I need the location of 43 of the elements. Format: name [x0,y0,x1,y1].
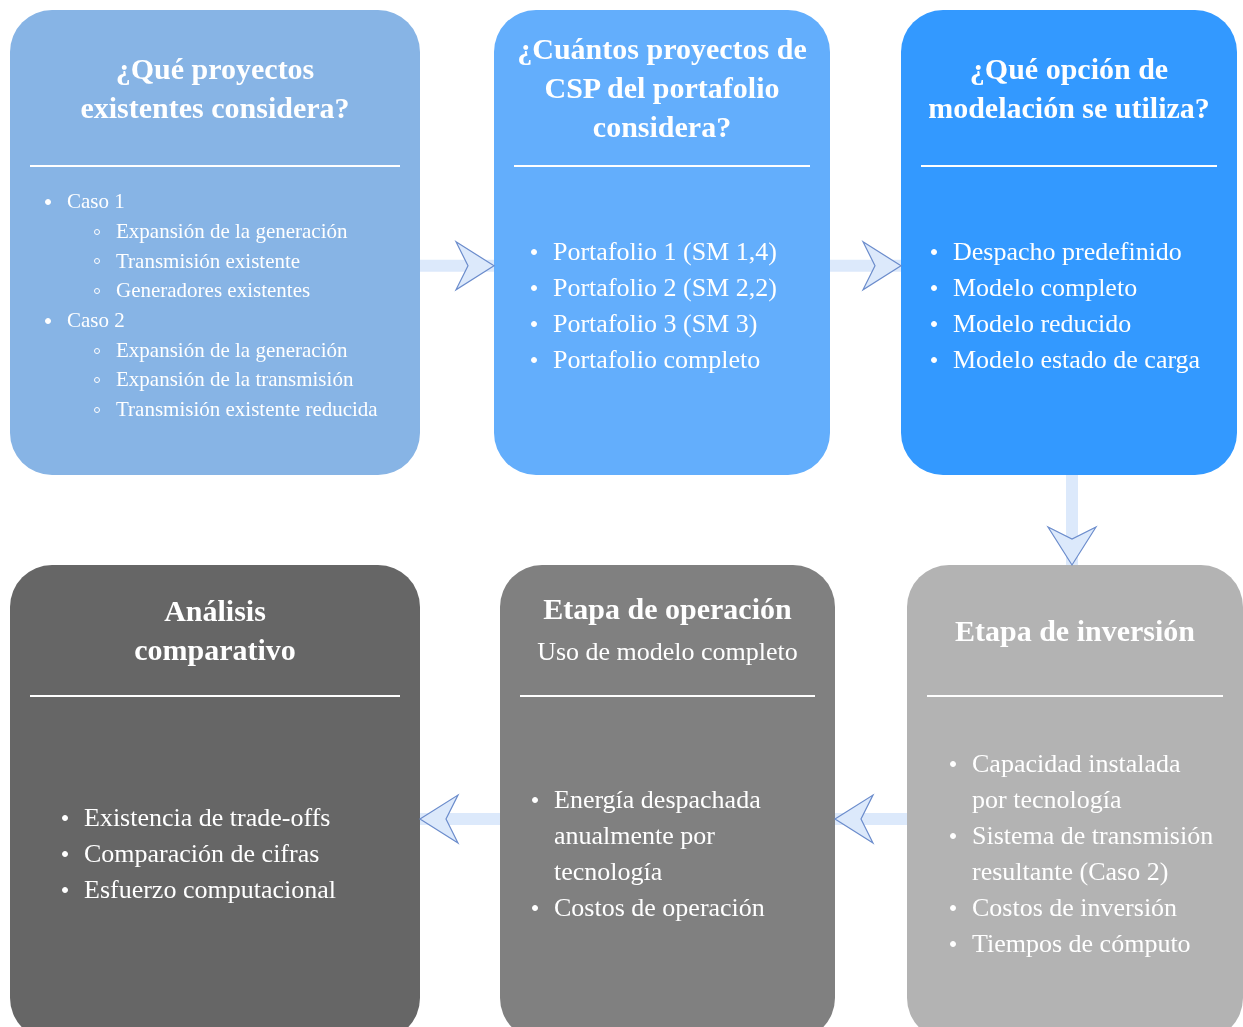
card-title: Etapa de inversión [955,612,1195,649]
list-item: Portafolio completo [553,343,762,376]
card-title: ¿Qué opción de modelación se utiliza? [927,50,1211,126]
list-item: Sistema de transmisión resultante (Caso 2) [972,819,1215,888]
list-item: Costos de inversión [972,891,1179,924]
arrow [830,241,902,291]
list-item: Despacho predefinido [953,236,1183,269]
list-item: Portafolio 3 (SM 3) [553,308,759,340]
arrow [834,794,907,844]
list-item: Transmisión existente [116,247,302,275]
list-item: Capacidad instalada por tecnología [972,747,1182,816]
list-item: Tiempos de cómputo [972,927,1192,960]
card-title: Análisis comparativo [133,593,297,668]
list-item: Modelo reducido [953,308,1133,340]
list-item: Energía despachada anualmente por tecnología [554,783,762,888]
list-item: Generadores existentes [116,277,312,305]
card-title: ¿Cuántos proyectos de CSP del portafolio considera? [516,31,808,145]
list-item: Esfuerzo computacional [84,873,337,906]
list-item: Caso 2 [67,307,126,334]
card-title: ¿Qué proyectos existentes considera? [79,50,351,126]
process-card [907,565,1243,1027]
list-item: Expansión de la generación [116,336,349,364]
process-card [901,10,1237,475]
process-card [10,10,420,475]
list-item: Costos de operación [554,891,766,924]
arrow [1047,475,1097,566]
process-card [500,565,835,1027]
list-item: Modelo estado de carga [953,343,1202,376]
arrow [419,794,500,844]
card-subtitle: Uso de modelo completo [537,635,798,668]
list-item: Expansión de la transmisión [116,366,355,394]
list-item: Modelo completo [953,272,1139,305]
list-item: Portafolio 2 (SM 2,2) [553,272,778,305]
card-title: Etapa de operación [543,590,792,627]
list-item: Caso 1 [67,188,126,216]
process-card [494,10,830,475]
process-card [10,565,420,1027]
list-item: Existencia de trade-offs [84,801,332,834]
list-item: Portafolio 1 (SM 1,4) [553,236,778,269]
list-item: Transmisión existente reducida [116,396,379,424]
arrow [420,241,495,291]
list-item: Expansión de la generación [116,217,349,245]
list-item: Comparación de cifras [84,837,321,870]
